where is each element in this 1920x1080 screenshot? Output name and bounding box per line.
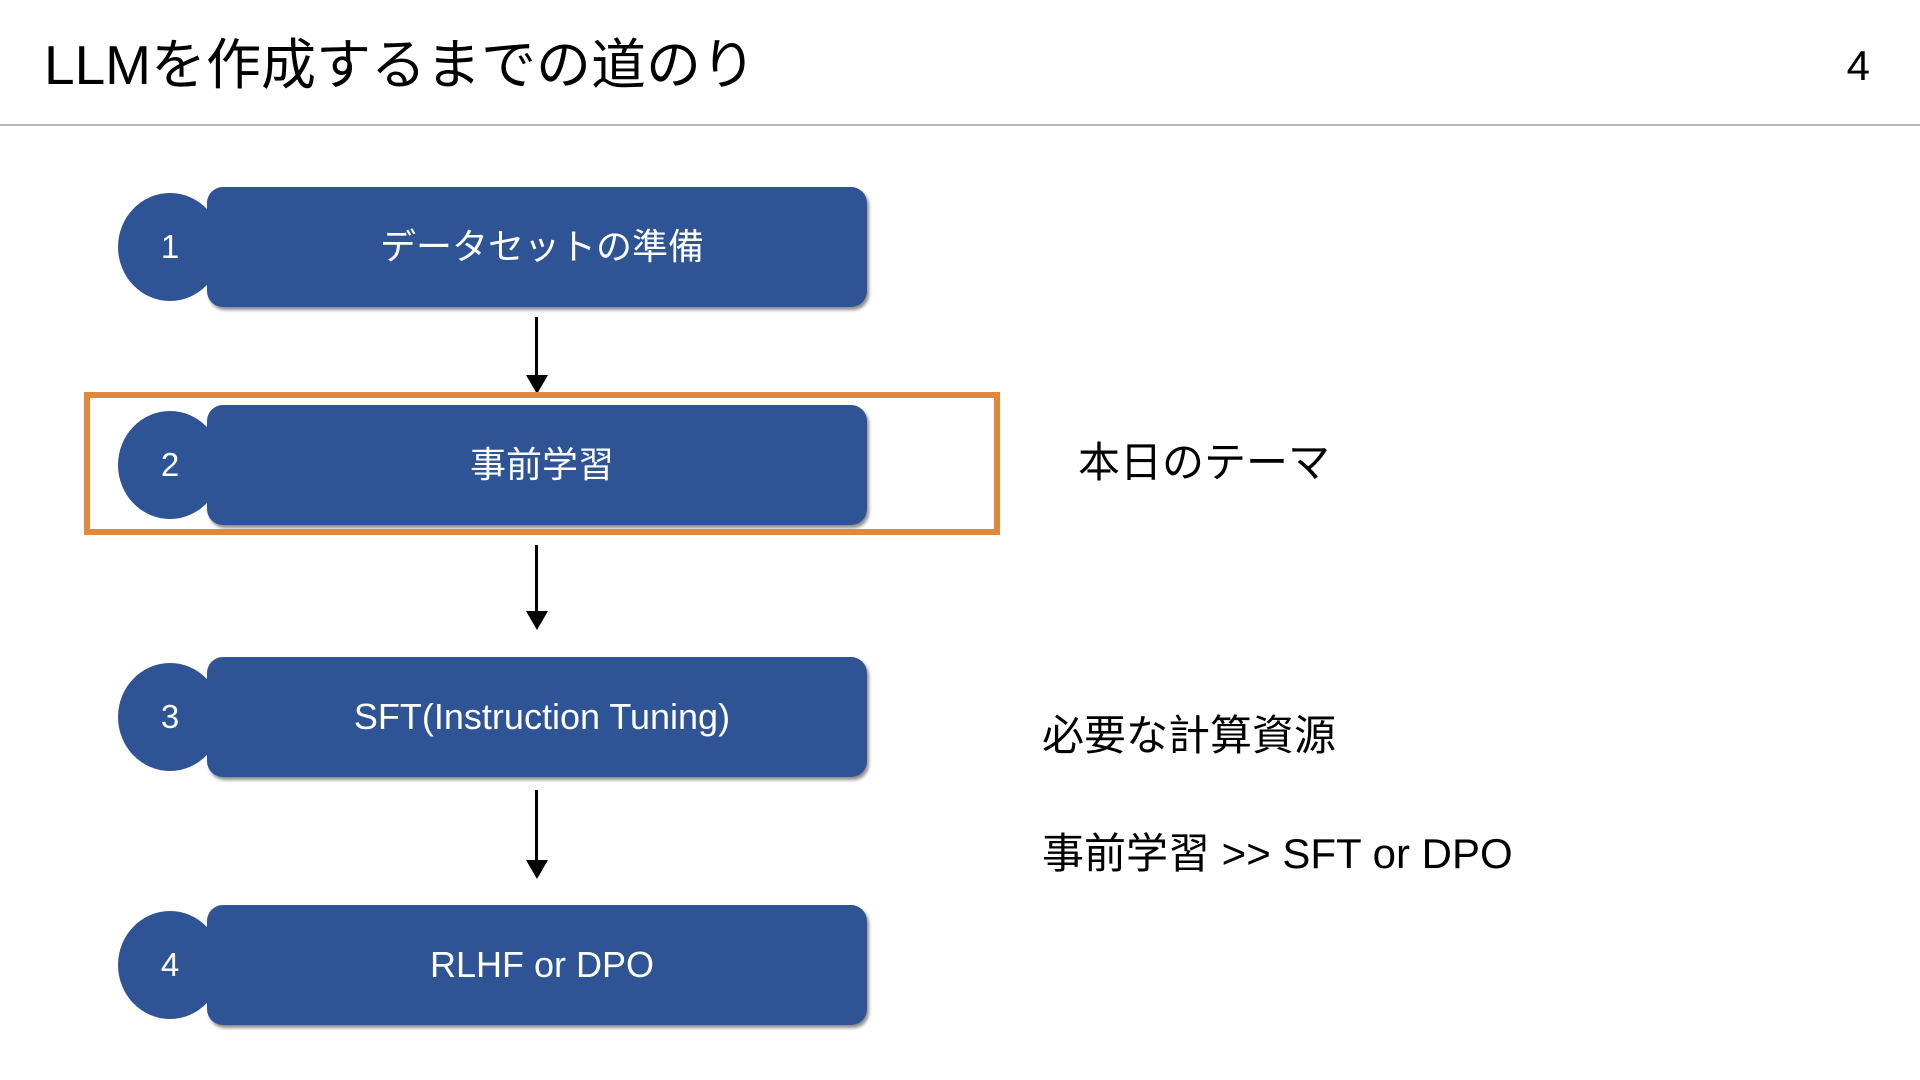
note-required-compute: 必要な計算資源 — [1042, 712, 1337, 759]
note-compute-comparison: 事前学習 >> SFT or DPO — [1042, 830, 1513, 877]
step-3-bar[interactable]: SFT(Instruction Tuning) — [207, 657, 867, 777]
step-4-number-circle: 4 — [118, 911, 222, 1019]
step-2-number-circle: 2 — [118, 411, 222, 519]
step-1-number: 1 — [160, 228, 180, 265]
flow-step-4[interactable]: RLHF or DPO 4 — [0, 905, 1920, 1025]
arrow-step3-to-step4 — [519, 790, 553, 882]
arrow-step2-to-step3 — [519, 545, 553, 633]
step-3-label: SFT(Instruction Tuning) — [353, 696, 731, 737]
arrow-step1-to-step2 — [519, 317, 553, 395]
slide-number: 4 — [1846, 42, 1870, 89]
step-3-number-circle: 3 — [118, 663, 222, 771]
title-divider — [0, 124, 1920, 126]
step-2-number: 2 — [160, 446, 180, 483]
step-4-number: 4 — [160, 946, 180, 983]
step-3-number: 3 — [160, 698, 180, 735]
flow-step-3[interactable]: SFT(Instruction Tuning) 3 — [0, 657, 1920, 777]
step-2-label: 事前学習 — [469, 444, 614, 485]
step-1-bar[interactable]: データセットの準備 — [207, 187, 867, 307]
flow-step-1[interactable]: データセットの準備 1 — [0, 187, 1920, 307]
note-todays-theme: 本日のテーマ — [1078, 439, 1331, 486]
step-1-number-circle: 1 — [118, 193, 222, 301]
highlight-rectangle-step-2 — [84, 392, 1000, 535]
step-4-label: RLHF or DPO — [429, 944, 655, 985]
step-4-bar[interactable]: RLHF or DPO — [207, 905, 867, 1025]
step-1-label: データセットの準備 — [379, 226, 704, 267]
flow-step-2[interactable]: 事前学習 2 — [0, 405, 1920, 525]
step-2-bar[interactable]: 事前学習 — [207, 405, 867, 525]
page-title: LLMを作成するまでの道のり — [44, 34, 756, 96]
